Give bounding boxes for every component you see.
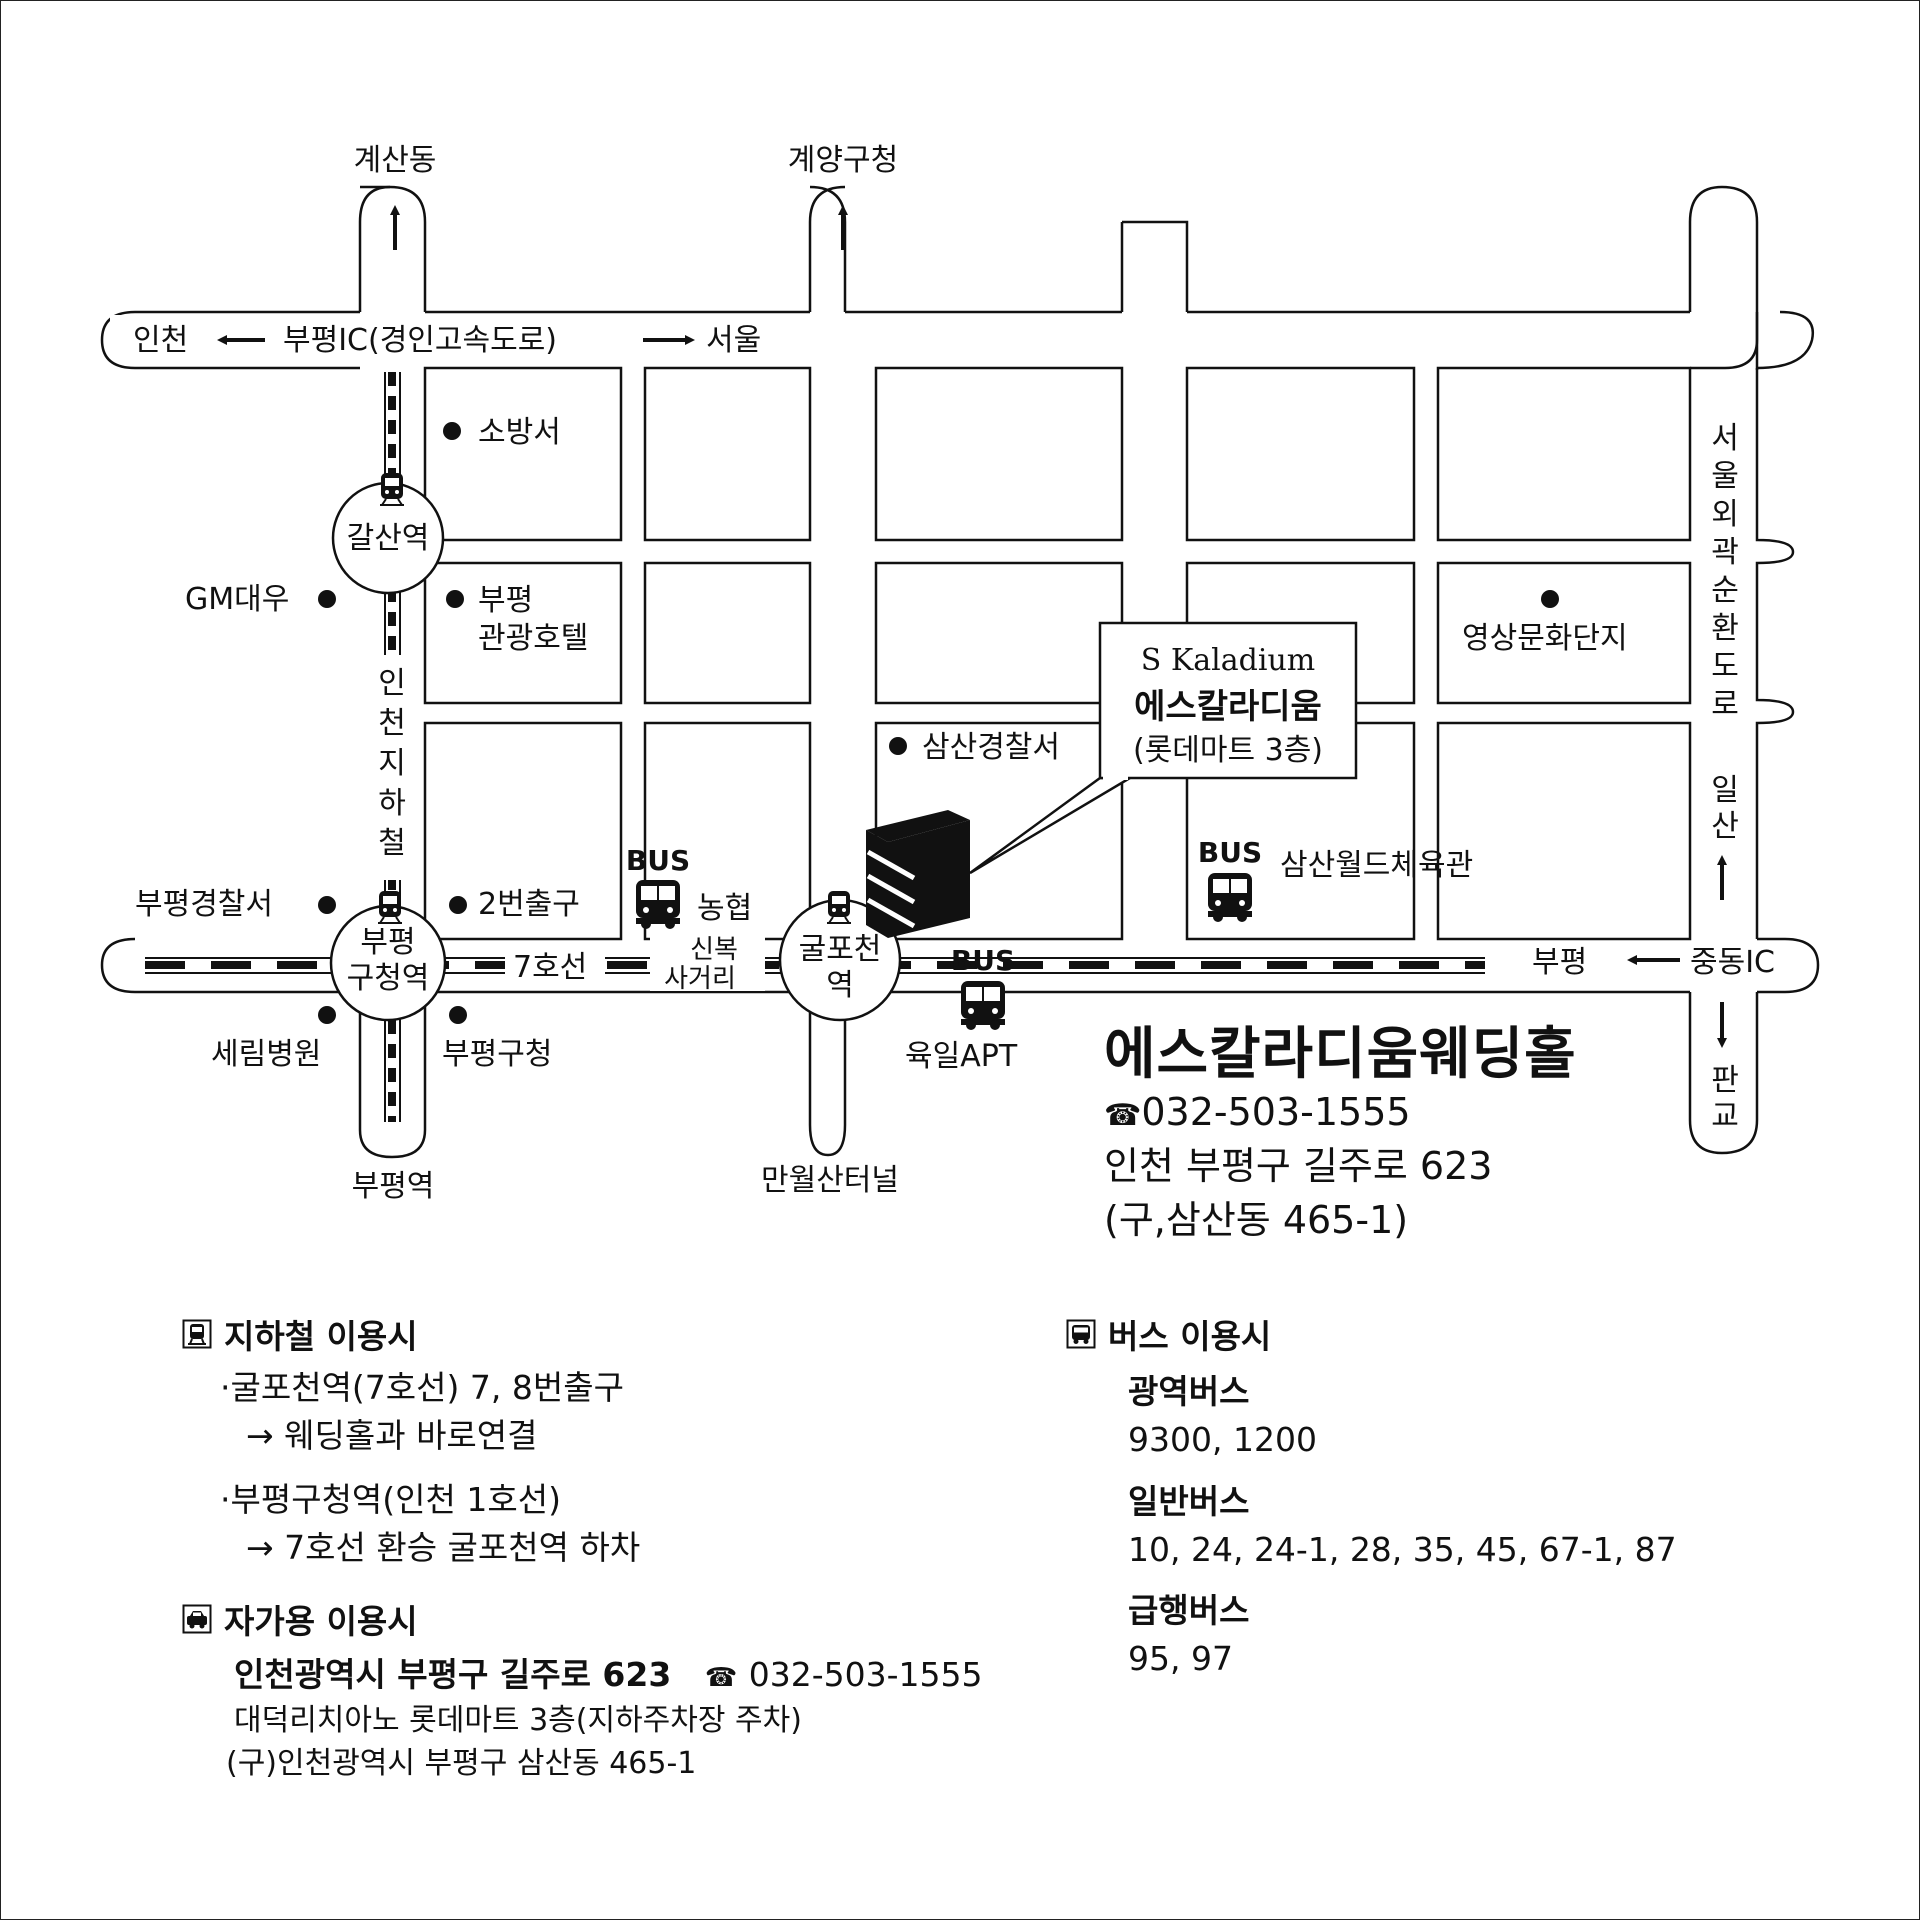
svg-text:BUS: BUS [626, 844, 690, 877]
car-line-2: 대덕리치아노 롯데마트 3층(지하주차장 주차) [234, 1702, 802, 1738]
venue-phone-line: ☎032-503-1555 [1104, 1086, 1824, 1140]
label-serim-hospital: 세림병원 [211, 1037, 321, 1072]
bus-stop-samsan: BUS [1198, 836, 1262, 923]
label-incheon: 인천 [133, 323, 188, 358]
station-gulpocheon: 굴포천 역 [778, 890, 902, 1022]
label-bupyeong-station: 부평역 [352, 1169, 435, 1204]
phone-icon: ☎ [1104, 1097, 1142, 1133]
bus-group-1-name: 광역버스 [1128, 1372, 1250, 1411]
label-samsan-world: 삼산월드체육관 [1280, 848, 1473, 883]
label-nonghyup: 농협 [697, 891, 752, 926]
label-samsan-police: 삼산경찰서 [922, 730, 1060, 765]
svg-text:BUS: BUS [951, 944, 1015, 977]
station-bupyeong-gucheong: 부평 구청역 [329, 890, 447, 1022]
subway-item-2: ·부평구청역(인천 1호선) [220, 1479, 561, 1519]
car-line-3: (구)인천광역시 부평구 삼산동 465-1 [226, 1746, 697, 1782]
venue-building-icon [866, 810, 970, 938]
bus-group-2-name: 일반버스 [1128, 1481, 1250, 1521]
car-phone[interactable]: 032-503-1555 [748, 1655, 983, 1694]
venue-name: 에스칼라디움웨딩홀 [1104, 1022, 1577, 1087]
station-galsan: 갈산역 [331, 472, 445, 595]
label-bupyeong-ic: 부평IC(경인고속도로) [283, 323, 557, 358]
label-bupyeong-police: 부평경찰서 [135, 887, 273, 922]
venue-info: 에스칼라디움웨딩홀 ☎032-503-1555 인천 부평구 길주로 623 (… [1104, 1024, 1824, 1247]
svg-text:구청역: 구청역 [347, 961, 430, 996]
bus-group-2-routes: 10, 24, 24-1, 28, 35, 45, 67-1, 87 [1128, 1529, 1677, 1569]
bus-group-3-name: 급행버스 [1128, 1591, 1250, 1631]
subway-item-2-detail: → 7호선 환승 굴포천역 하차 [246, 1527, 641, 1567]
car-guide-title: 자가용 이용시 [182, 1595, 1062, 1643]
bus-group-1-routes: 9300, 1200 [1128, 1419, 1317, 1459]
bus-group-3-routes: 95, 97 [1128, 1639, 1233, 1679]
label-bupyeong-office: 부평구청 [442, 1037, 552, 1072]
label-seoul: 서울 [706, 323, 761, 358]
svg-text:갈산역: 갈산역 [347, 521, 430, 556]
svg-text:부평: 부평 [360, 925, 415, 960]
label-jungdong-ic: 중동IC [1690, 945, 1775, 980]
svg-text:에스칼라디움: 에스칼라디움 [1134, 687, 1322, 727]
label-hotel-2: 관광호텔 [478, 621, 588, 656]
venue-old-address: (구,삼산동 465-1) [1104, 1197, 1409, 1242]
svg-text:역: 역 [826, 968, 854, 1003]
bus-stop-yugil: BUS [951, 944, 1015, 1031]
poi-dots [318, 422, 1559, 1024]
venue-address: 인천 부평구 길주로 623 [1104, 1143, 1493, 1188]
direction-arrows [217, 205, 1727, 1048]
label-culture-complex: 영상문화단지 [1462, 621, 1628, 656]
label-gm-daewoo: GM대우 [185, 582, 289, 617]
car-address: 인천광역시 부평구 길주로 623 ☎ 032-503-1555 [234, 1655, 983, 1694]
label-bupyeong-east: 부평 [1532, 945, 1587, 980]
car-phone-icon: ☎ [704, 1663, 738, 1693]
label-yugil-apt: 육일APT [905, 1039, 1018, 1074]
bus-guide-title: 버스 이용시 [1066, 1310, 1886, 1358]
subway-guide: 지하철 이용시 ·굴포천역(7호선) 7, 8번출구 → 웨딩홀과 바로연결 ·… [182, 1310, 1002, 1571]
subway-item-1-detail: → 웨딩홀과 바로연결 [246, 1415, 538, 1455]
label-gyeyang: 계양구청 [788, 143, 898, 178]
label-gyesan: 계산동 [354, 143, 437, 178]
bus-icon [1066, 1319, 1096, 1349]
label-exit-2: 2번출구 [478, 887, 580, 922]
label-line-7: 7호선 [513, 950, 587, 985]
subway-guide-title: 지하철 이용시 [182, 1310, 1002, 1358]
label-hotel-1: 부평 [478, 583, 533, 618]
label-manwolsan-tunnel: 만월산터널 [761, 1163, 899, 1198]
label-fire-station: 소방서 [478, 415, 561, 450]
svg-text:굴포천: 굴포천 [799, 932, 882, 967]
svg-text:BUS: BUS [1198, 836, 1262, 869]
bus-stop-nonghyup: BUS [626, 844, 690, 930]
venue-callout: S Kaladium 에스칼라디움 (롯데마트 3층) [969, 621, 1358, 875]
svg-text:(롯데마트 3층): (롯데마트 3층) [1133, 733, 1323, 768]
train-icon [182, 1319, 212, 1349]
label-sinbok-2: 사거리 [664, 964, 736, 994]
subway-item-1: ·굴포천역(7호선) 7, 8번출구 [220, 1368, 624, 1407]
car-guide: 자가용 이용시 인천광역시 부평구 길주로 623 ☎ 032-503-1555… [182, 1595, 1062, 1786]
svg-text:S Kaladium: S Kaladium [1141, 643, 1315, 678]
bus-guide: 버스 이용시 광역버스 9300, 1200 일반버스 10, 24, 24-1… [1066, 1310, 1886, 1683]
car-icon [182, 1604, 212, 1634]
venue-phone[interactable]: 032-503-1555 [1141, 1089, 1411, 1134]
label-sinbok-1: 신복 [690, 935, 738, 965]
